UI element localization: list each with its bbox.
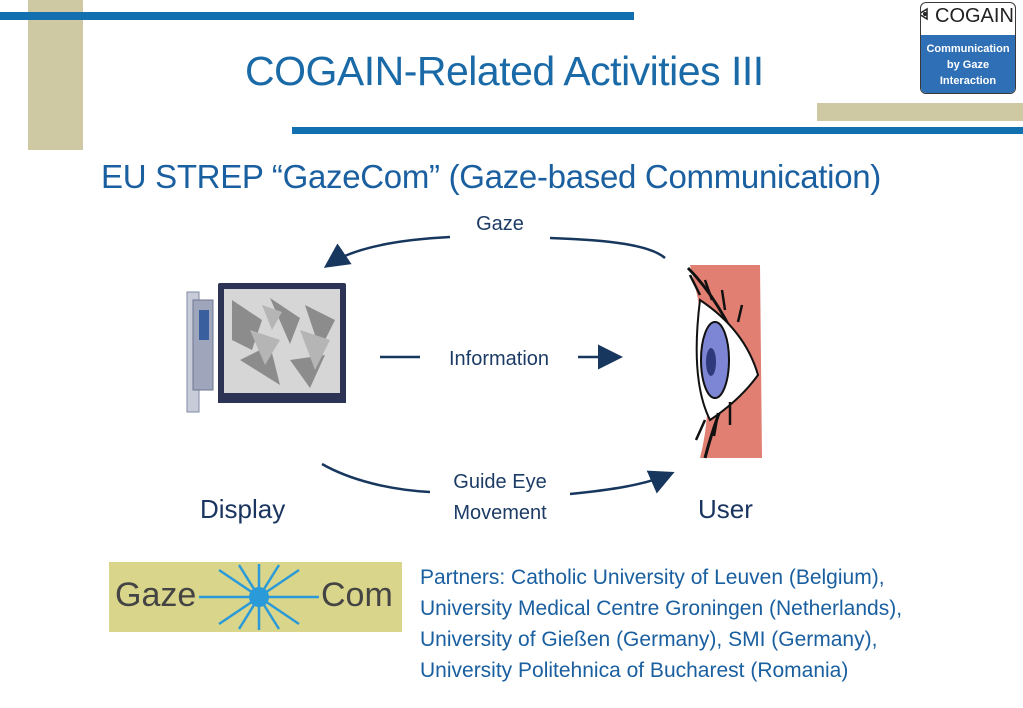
- top-blue-rule: [0, 12, 634, 20]
- guide-arrow-left: [321, 462, 431, 494]
- guide-arrow-right: [569, 470, 675, 496]
- guide-eye-movement-label: Guide Eye Movement: [420, 467, 580, 529]
- display-label: Display: [200, 494, 286, 524]
- left-tan-bar: [28, 0, 83, 150]
- cogain-logo: COGAIN Communication by Gaze Interaction: [920, 2, 1016, 94]
- partners-line2: University Medical Centre Groningen (Net…: [420, 597, 903, 620]
- partners-line4: University Politehnica of Bucharest (Rom…: [420, 659, 849, 682]
- partners-line1: Partners: Catholic University of Leuven …: [420, 566, 885, 589]
- gazecom-logo-left: Gaze: [115, 576, 197, 614]
- slide-title: COGAIN-Related Activities III: [245, 48, 764, 94]
- information-label: Information: [448, 348, 550, 370]
- cogain-tagline-line2: by Gaze: [946, 59, 990, 71]
- header-blue-rule: [292, 127, 1023, 134]
- display-monitor-icon: [186, 283, 346, 413]
- eye-logo-icon: [921, 7, 928, 21]
- cogain-tagline-line1: Communication: [926, 43, 1010, 55]
- slide-subtitle: EU STREP “GazeCom” (Gaze-based Communica…: [101, 158, 881, 195]
- right-tan-bar: [817, 103, 1023, 121]
- cogain-tagline-line3: Interaction: [939, 75, 997, 87]
- gazecom-logo: Gaze Com: [109, 562, 402, 632]
- cogain-logo-tagline: Communication by Gaze Interaction: [921, 35, 1015, 93]
- user-label: User: [698, 494, 753, 524]
- cogain-logo-name: COGAIN: [935, 5, 1014, 27]
- user-eye-icon: [686, 265, 762, 459]
- gazecom-logo-right: Com: [321, 576, 393, 614]
- gaze-label: Gaze: [476, 213, 524, 235]
- guide-label-line2: Movement: [453, 502, 547, 524]
- partners-line3: University of Gießen (Germany), SMI (Ger…: [420, 628, 878, 651]
- partners-text: Partners: Catholic University of Leuven …: [420, 562, 1020, 686]
- gaze-arrow-left: [323, 235, 451, 268]
- gaze-arrow-right: [549, 236, 666, 259]
- guide-label-line1: Guide Eye: [453, 471, 547, 493]
- gazecom-starburst-icon: [199, 564, 319, 630]
